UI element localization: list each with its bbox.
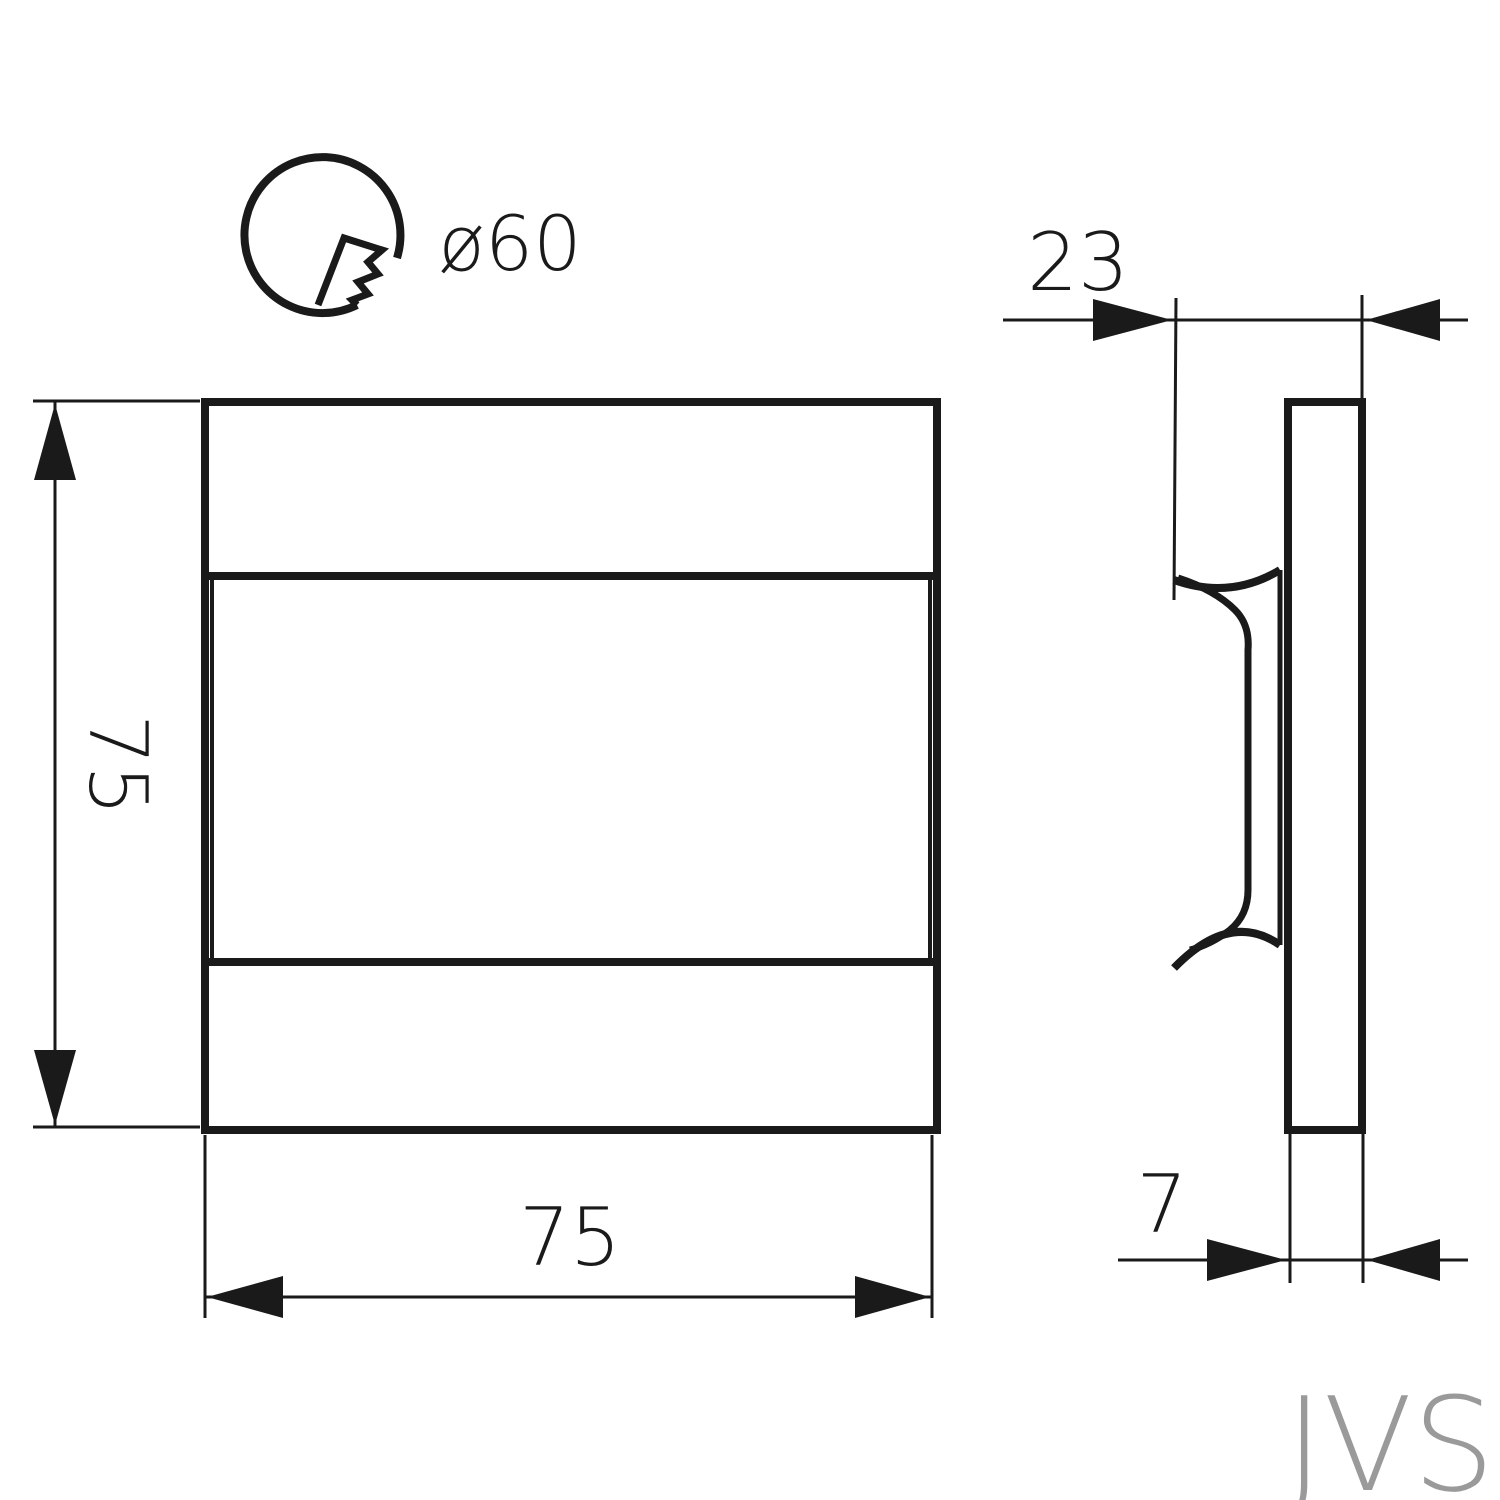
thickness-dimension <box>1118 1132 1468 1283</box>
width-label: 75 <box>519 1191 621 1284</box>
width-dimension <box>203 1135 934 1318</box>
depth-dimension <box>1003 295 1468 601</box>
cutout-diameter-label: ø60 <box>438 199 581 288</box>
depth-label: 23 <box>1027 216 1129 309</box>
brand-logo: JVS <box>1285 1369 1495 1500</box>
side-view <box>1171 398 1366 1134</box>
front-view <box>201 398 941 1134</box>
hole-saw-cutout-icon <box>240 153 405 318</box>
height-label: 75 <box>71 714 164 816</box>
thickness-label: 7 <box>1137 1158 1188 1251</box>
height-dimension <box>33 399 200 1129</box>
